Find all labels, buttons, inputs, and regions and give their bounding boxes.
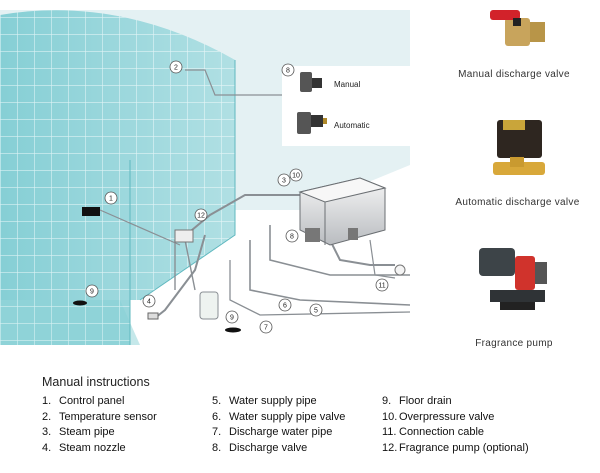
callout-8: 8 bbox=[285, 229, 299, 243]
instruction-text: Water supply pipe bbox=[229, 395, 317, 407]
instruction-item: 1. Control panel bbox=[42, 394, 157, 410]
inset-manual-label: Manual bbox=[334, 80, 361, 89]
instruction-text: Fragrance pump (optional) bbox=[399, 441, 529, 454]
instruction-text: Discharge valve bbox=[229, 441, 308, 454]
callout-number: 10 bbox=[292, 173, 300, 180]
instruction-item: 7. Discharge water pipe bbox=[212, 425, 345, 441]
callout-number: 4 bbox=[147, 299, 151, 306]
manual-valve-icon bbox=[300, 72, 322, 92]
callout-number: 8 bbox=[286, 68, 290, 75]
overpressure-gauge bbox=[394, 264, 406, 276]
callout-9: 9 bbox=[225, 310, 239, 324]
inset-automatic-label: Automatic bbox=[334, 121, 370, 130]
callout-number: 12 bbox=[197, 213, 205, 220]
callout-11: 11 bbox=[375, 278, 389, 292]
floor-drain-left bbox=[73, 300, 87, 306]
callout-inset-8: 8 bbox=[281, 63, 295, 77]
manual-discharge-valve-icon bbox=[490, 10, 545, 46]
steam-nozzle bbox=[147, 312, 159, 320]
instructions-column-1: 1. Control panel 2. Temperature sensor 3. Ste… bbox=[42, 394, 157, 456]
callout-number: 7 bbox=[264, 325, 268, 332]
fragrance-pump-unit bbox=[174, 229, 194, 243]
automatic-discharge-valve-label: Automatic discharge valve bbox=[455, 197, 580, 208]
callout-5: 5 bbox=[309, 303, 323, 317]
callout-number: 8 bbox=[290, 234, 294, 241]
instruction-number: 11. bbox=[382, 426, 397, 438]
instructions-column-2: 5. Water supply pipe 6. Water supply pipe v… bbox=[212, 394, 345, 456]
instruction-text: Temperature sensor bbox=[59, 410, 157, 423]
instruction-item: 12.Fragrance pump (optional) bbox=[382, 441, 529, 457]
callout-number: 5 bbox=[314, 308, 318, 315]
instruction-number: 7. bbox=[212, 426, 222, 438]
instruction-item: 11.Connection cable bbox=[382, 425, 529, 441]
steam-generator bbox=[298, 177, 387, 246]
instruction-item: 6. Water supply pipe valve bbox=[212, 410, 345, 426]
fragrance-pump-icon bbox=[479, 248, 547, 310]
instruction-text: Discharge water pipe bbox=[229, 426, 333, 438]
callout-1: 1 bbox=[104, 191, 118, 205]
instruction-text: Steam nozzle bbox=[59, 441, 126, 454]
instruction-text: Connection cable bbox=[399, 426, 485, 438]
instruction-number: 4. bbox=[42, 441, 52, 454]
instruction-text: Overpressure valve bbox=[399, 410, 495, 423]
instruction-number: 9. bbox=[382, 395, 392, 407]
callout-7: 7 bbox=[259, 320, 273, 334]
callout-9: 9 bbox=[85, 284, 99, 298]
callout-number: 2 bbox=[174, 65, 178, 72]
automatic-valve-icon bbox=[297, 112, 327, 134]
callout-10: 10 bbox=[289, 168, 303, 182]
automatic-discharge-valve-icon bbox=[493, 120, 545, 175]
instruction-item: 8. Discharge valve bbox=[212, 441, 345, 457]
callout-2: 2 bbox=[169, 60, 183, 74]
instruction-number: 10. bbox=[382, 410, 398, 423]
instruction-text: Control panel bbox=[59, 395, 125, 407]
callout-number: 3 bbox=[282, 178, 286, 185]
callout-12: 12 bbox=[194, 208, 208, 222]
instruction-number: 2. bbox=[42, 410, 52, 423]
instruction-text: Water supply pipe valve bbox=[229, 410, 346, 423]
instruction-text: Steam pipe bbox=[59, 426, 115, 438]
floor-drain-right bbox=[225, 327, 241, 333]
instruction-number: 8. bbox=[212, 441, 222, 454]
instruction-text: Floor drain bbox=[399, 395, 452, 407]
instruction-number: 3. bbox=[42, 426, 52, 438]
callout-4: 4 bbox=[142, 294, 156, 308]
callout-number: 1 bbox=[109, 196, 113, 203]
instruction-item: 3. Steam pipe bbox=[42, 425, 157, 441]
callout-number: 6 bbox=[283, 303, 287, 310]
instruction-item: 2. Temperature sensor bbox=[42, 410, 157, 426]
instruction-item: 4. Steam nozzle bbox=[42, 441, 157, 457]
instruction-item: 5. Water supply pipe bbox=[212, 394, 345, 410]
fragrance-pump-label: Fragrance pump bbox=[475, 338, 553, 349]
manual-discharge-valve-label: Manual discharge valve bbox=[458, 69, 570, 80]
instruction-number: 6. bbox=[212, 410, 222, 423]
instruction-number: 12. bbox=[382, 441, 398, 454]
callout-number: 9 bbox=[90, 289, 94, 296]
instruction-number: 5. bbox=[212, 395, 222, 407]
instruction-item: 9. Floor drain bbox=[382, 394, 529, 410]
control-panel bbox=[82, 207, 100, 216]
essence-bottle bbox=[199, 291, 219, 320]
callout-3: 3 bbox=[277, 173, 291, 187]
callout-6: 6 bbox=[278, 298, 292, 312]
instruction-item: 10.Overpressure valve bbox=[382, 410, 529, 426]
callout-number: 11 bbox=[378, 283, 385, 290]
instructions-title: Manual instructions bbox=[42, 375, 150, 389]
callout-number: 9 bbox=[230, 315, 234, 322]
instruction-number: 1. bbox=[42, 395, 52, 407]
